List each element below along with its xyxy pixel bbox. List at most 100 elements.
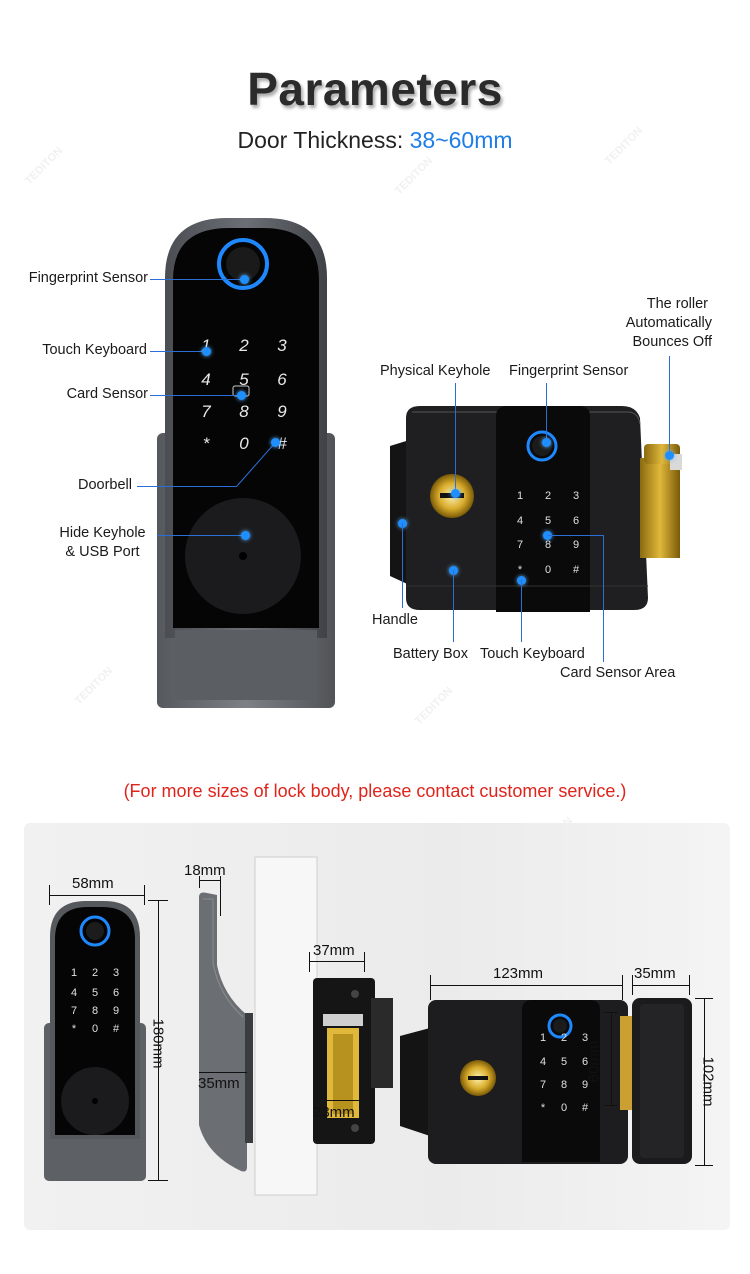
callout-dot [202, 347, 211, 356]
keypad-key: 7 [516, 539, 524, 551]
dim-front-width: 58mm [72, 875, 114, 892]
watermark: TEDITON [412, 684, 456, 728]
dimension-line [199, 1072, 247, 1073]
keypad-key: 5 [544, 515, 552, 527]
callout-dot [240, 275, 249, 284]
page-title: Parameters [247, 63, 503, 115]
front-view-illustration [44, 901, 146, 1181]
callout-dot [241, 531, 250, 540]
dimension-tick [148, 1180, 168, 1181]
keypad-key: # [277, 434, 287, 453]
keypad-key: 9 [572, 539, 580, 551]
watermark: TEDITON [72, 664, 116, 708]
label-hide-keyhole: Hide Keyhole [59, 525, 146, 541]
dimension-tick [199, 876, 200, 888]
label-doorbell: Doorbell [78, 477, 132, 493]
callout-dot [542, 438, 551, 447]
side-view-illustration [199, 856, 318, 1196]
callout-line [548, 535, 604, 536]
label-fingerprint-sensor: Fingerprint Sensor [28, 270, 148, 286]
keypad-key: 1 [516, 490, 524, 502]
dimension-line [325, 1100, 359, 1101]
keypad-key: 0 [91, 1023, 99, 1035]
callout-line [150, 395, 240, 396]
keypad-key: 4 [201, 370, 211, 389]
label-roller-line1: The roller [646, 296, 708, 312]
dim-front-height: 180mm [149, 1018, 167, 1069]
dim-bolt-width: 23mm [313, 1104, 355, 1121]
dimension-tick [632, 975, 633, 995]
keypad-key: 3 [581, 1032, 589, 1044]
dimension-tick [220, 876, 221, 916]
callout-dot [451, 489, 460, 498]
label-usb-port: & USB Port [65, 544, 140, 560]
keypad-key: 2 [91, 967, 99, 979]
dimension-tick [604, 1012, 618, 1013]
dimension-line [632, 985, 690, 986]
keypad-key: 9 [277, 402, 287, 421]
rim-lock-image: 1 2 3 4 5 6 7 8 9 * 0 # [382, 398, 692, 620]
dim-handle-depth: 35mm [198, 1075, 240, 1092]
keypad-key: 5 [560, 1056, 568, 1068]
dimension-tick [309, 952, 310, 972]
keypad-key: * [517, 564, 523, 576]
callout-dot [543, 531, 552, 540]
keypad-key: 4 [539, 1056, 547, 1068]
keypad-key: 8 [544, 539, 552, 551]
keypad-key: * [540, 1102, 546, 1114]
keypad-key: 7 [539, 1079, 547, 1091]
keypad-key: 2 [544, 490, 552, 502]
callout-line [137, 486, 237, 487]
dimension-line [611, 1012, 612, 1105]
keypad-key: 7 [201, 402, 211, 421]
keypad-key: 6 [277, 370, 287, 389]
keypad-key: 6 [572, 515, 580, 527]
callout-line [453, 570, 454, 642]
keypad-key: 1 [201, 336, 211, 355]
label-handle: Handle [372, 612, 418, 628]
rim-lock-illustration [390, 406, 682, 612]
dim-body-height: 102mm [699, 1056, 717, 1107]
keypad-key: 1 [70, 967, 78, 979]
label-touch-keyboard-rim: Touch Keyboard [480, 646, 585, 662]
dimension-tick [689, 975, 690, 995]
keypad-key: 1 [539, 1032, 547, 1044]
keypad-key: # [581, 1102, 589, 1114]
vertical-lock-image: 1 2 3 4 5 6 7 8 9 * 0 # [157, 218, 335, 708]
keypad-key: 3 [277, 336, 287, 355]
label-roller-line2: Automatically [625, 315, 712, 331]
dim-body-width: 123mm [493, 965, 544, 982]
keypad-key: 0 [544, 564, 552, 576]
dimension-tick [622, 975, 623, 1000]
keypad-key: 0 [239, 434, 249, 453]
keypad-key: 8 [560, 1079, 568, 1091]
dimension-tick [695, 998, 713, 999]
body-side-illustration [313, 978, 393, 1144]
dimension-tick [148, 900, 168, 901]
dimension-line [199, 880, 221, 881]
door-thickness-value: 38~60mm [409, 127, 513, 153]
contact-notice: (For more sizes of lock body, please con… [123, 781, 627, 801]
dim-panel-height: 60mm [585, 1040, 603, 1083]
keypad-key: 5 [239, 370, 249, 389]
dimension-tick [604, 1105, 618, 1106]
door-thickness-label: Door Thickness: [237, 127, 410, 153]
rim-front-illustration [400, 1000, 636, 1164]
dimension-tick [695, 1165, 713, 1166]
callout-line [150, 279, 243, 280]
dimension-line [309, 961, 365, 962]
side-body-illustration [632, 998, 692, 1164]
callout-line [157, 535, 243, 536]
keypad-key: 5 [91, 987, 99, 999]
vertical-lock-illustration [157, 218, 335, 708]
keypad-key: 4 [516, 515, 524, 527]
keypad-key: 3 [572, 490, 580, 502]
dim-side-width: 35mm [634, 965, 676, 982]
keypad-key: * [202, 434, 210, 453]
dimension-line [430, 985, 623, 986]
keypad-key: 3 [112, 967, 120, 979]
callout-line [521, 580, 522, 642]
callout-line [546, 383, 547, 440]
dimension-tick [364, 952, 365, 972]
dimension-tick [144, 885, 145, 905]
